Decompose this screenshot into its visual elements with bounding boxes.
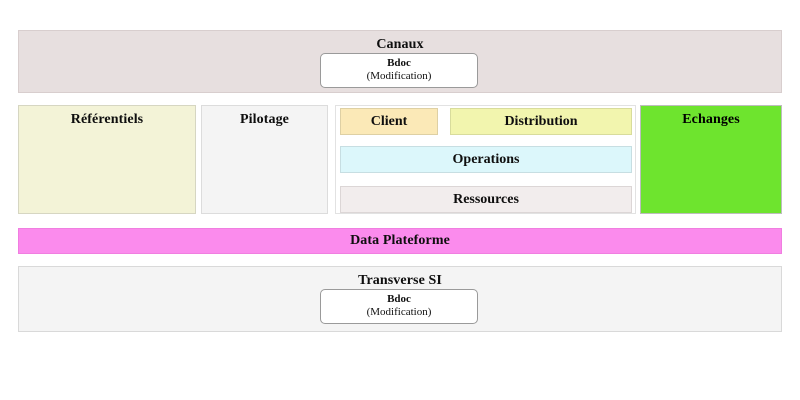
canaux-bdoc-status: (Modification) xyxy=(366,70,432,83)
block-client-label: Client xyxy=(370,113,408,129)
block-group-business xyxy=(335,105,636,214)
block-ressources-label: Ressources xyxy=(453,191,519,207)
layer-transverse-si-label: Transverse SI xyxy=(358,273,442,288)
block-distribution[interactable]: Distribution xyxy=(450,108,632,135)
layer-data-plateforme-label: Data Plateforme xyxy=(350,233,450,249)
canaux-bdoc-card[interactable]: Bdoc (Modification) xyxy=(320,53,478,89)
block-operations-label: Operations xyxy=(452,151,520,167)
block-ressources[interactable]: Ressources xyxy=(340,186,632,213)
block-referentiels-label: Référentiels xyxy=(70,112,144,127)
block-pilotage-label: Pilotage xyxy=(239,112,289,127)
block-echanges[interactable]: Echanges xyxy=(640,105,782,214)
block-operations[interactable]: Operations xyxy=(340,146,632,173)
block-echanges-label: Echanges xyxy=(682,112,740,127)
transverse-si-bdoc-name: Bdoc xyxy=(387,293,411,305)
canaux-bdoc-name: Bdoc xyxy=(387,57,411,69)
block-distribution-label: Distribution xyxy=(504,113,578,129)
transverse-si-bdoc-status: (Modification) xyxy=(366,306,432,319)
layer-data-plateforme[interactable]: Data Plateforme xyxy=(18,228,782,254)
layer-canaux-title: Canaux xyxy=(376,37,424,52)
block-client[interactable]: Client xyxy=(340,108,438,135)
block-referentiels[interactable]: Référentiels xyxy=(18,105,196,214)
block-pilotage[interactable]: Pilotage xyxy=(201,105,328,214)
transverse-si-bdoc-card[interactable]: Bdoc (Modification) xyxy=(320,289,478,325)
